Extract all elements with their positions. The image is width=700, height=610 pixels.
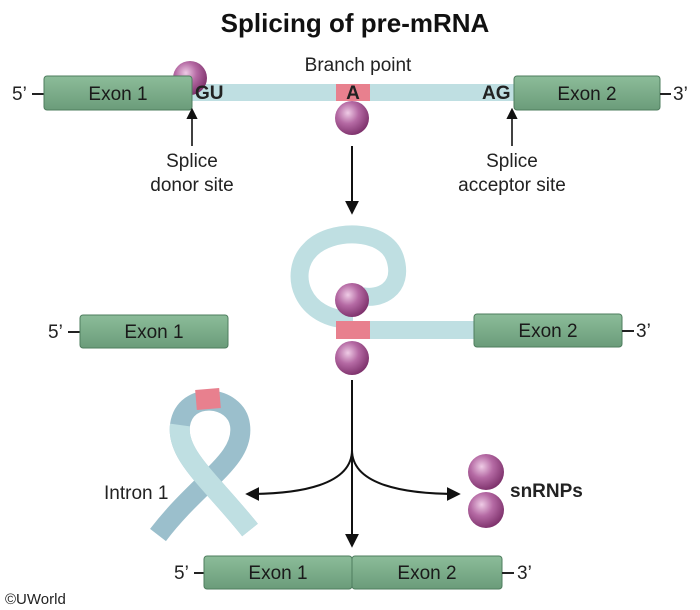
released-snrnps: snRNPs [468,454,583,528]
lariat-loop [290,225,407,329]
lariat-row: 5’ Exon 1 Exon 2 3’ [48,225,651,375]
branch-arrows [245,380,461,548]
branch-point-box-2 [336,321,370,339]
intron-tail [352,321,476,339]
page-title: Splicing of pre-mRNA [221,8,490,38]
snrnp-free-top [468,454,504,490]
step-arrow-right [351,449,461,501]
five-prime-label-2: 5’ [48,322,63,343]
snrnp-free-bottom [468,492,504,528]
three-prime-label-2: 3’ [636,321,651,342]
a-label: A [346,83,360,104]
acceptor-label-line1: Splice [486,151,538,172]
donor-label-line2: donor site [150,175,233,196]
intron-branch-point [195,388,221,410]
exon1-box [43,75,193,111]
exon1-label: Exon 1 [88,84,147,105]
intron1-label: Intron 1 [104,483,168,504]
snrnp-lariat-top [335,283,369,317]
three-prime-label-3: 3’ [517,563,532,584]
exon2-label: Exon 2 [557,84,616,105]
exon2-label-2: Exon 2 [518,321,577,342]
spliced-mrna: 5’ Exon 1 Exon 2 3’ [174,555,532,590]
exon1-label-2: Exon 1 [124,322,183,343]
ag-label: AG [482,83,511,104]
three-prime-label: 3’ [673,84,688,105]
five-prime-label-3: 5’ [174,563,189,584]
exon1-box-2 [79,314,229,349]
step-arrow-left [245,449,353,501]
donor-label-line1: Splice [166,151,218,172]
acceptor-label-line2: acceptor site [458,175,566,196]
pre-mrna-row: 5’ Exon 1 GU A Branch point AG Exon 2 3’… [12,55,688,215]
branch-point-box [336,84,370,101]
released-intron: Intron 1 [104,388,258,542]
gu-label: GU [195,83,224,104]
five-prime-label: 5’ [12,84,27,105]
copyright-label: ©UWorld [5,591,66,608]
snrnp-lariat-bottom [335,341,369,375]
exon1-label-3: Exon 1 [248,563,307,584]
intron-loop-front [169,423,258,537]
snrnp-branch [335,101,369,135]
snrnps-label: snRNPs [510,481,583,502]
exon2-label-3: Exon 2 [397,563,456,584]
branch-point-label: Branch point [305,55,412,76]
